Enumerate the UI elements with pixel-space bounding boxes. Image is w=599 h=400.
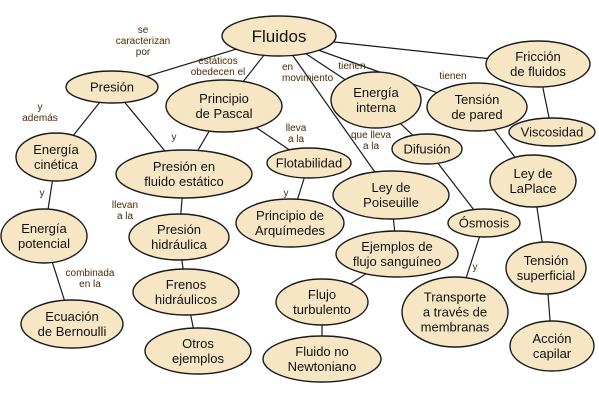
node-label-fluidos: Fluidos (252, 27, 307, 46)
node-shape-flujo-turbulento (275, 278, 369, 326)
edge-label-tienen-1: tienen (338, 61, 365, 72)
node-label-presion: Presión (90, 80, 134, 95)
node-shape-viscosidad (508, 117, 596, 147)
node-shape-tension-pared (426, 82, 528, 132)
node-shape-flotabilidad (266, 147, 352, 179)
edge-label-y-cinetica: y (40, 188, 45, 199)
node-shape-flujo-sanguineo (335, 230, 459, 278)
edge-fluidos-to-poiseuille (278, 35, 392, 196)
node-fluidos: Fluidos (221, 15, 337, 57)
node-osmosis: Ósmosis (447, 208, 521, 238)
node-label-difusion: Difusión (404, 142, 451, 157)
node-shape-pascal (165, 79, 283, 133)
edge-label-tienen-2: tienen (439, 71, 466, 82)
node-label-flotabilidad: Flotabilidad (276, 156, 343, 171)
edge-label-y-flotabilidad: y (284, 188, 289, 199)
node-shape-otros (144, 327, 252, 375)
node-difusion: Difusión (391, 133, 463, 165)
node-shape-energia-cinetica (15, 132, 97, 182)
node-label-osmosis: Ósmosis (459, 216, 510, 231)
node-shape-energia-potencial (0, 208, 88, 264)
node-shape-osmosis (447, 208, 521, 238)
node-shape-tension-superficial (505, 241, 587, 295)
node-shape-accion-capilar (509, 320, 595, 372)
node-presion: Presión (65, 70, 159, 104)
node-shape-presion-fluido (115, 149, 253, 199)
node-label-viscosidad: Viscosidad (521, 125, 584, 140)
node-shape-transporte (401, 276, 509, 348)
node-viscosidad: Viscosidad (508, 117, 596, 147)
node-shape-bernoulli (20, 299, 124, 349)
node-shape-fluidos (221, 15, 337, 57)
node-shape-newtoniano (262, 335, 382, 383)
node-shape-frenos (132, 268, 240, 316)
node-shape-difusion (391, 133, 463, 165)
node-shape-presion (65, 70, 159, 104)
node-shape-energia-interna (330, 71, 422, 129)
node-shape-presion-hidraulica (128, 213, 230, 261)
node-shape-friccion (485, 40, 591, 88)
node-flotabilidad: Flotabilidad (266, 147, 352, 179)
edge-label-y-pascal: y (172, 132, 177, 143)
node-shape-arquimedes (235, 198, 345, 248)
node-shape-poiseuille (332, 170, 450, 220)
edge-label-y-osmosis: y (473, 262, 478, 273)
node-shape-laplace (489, 154, 577, 208)
